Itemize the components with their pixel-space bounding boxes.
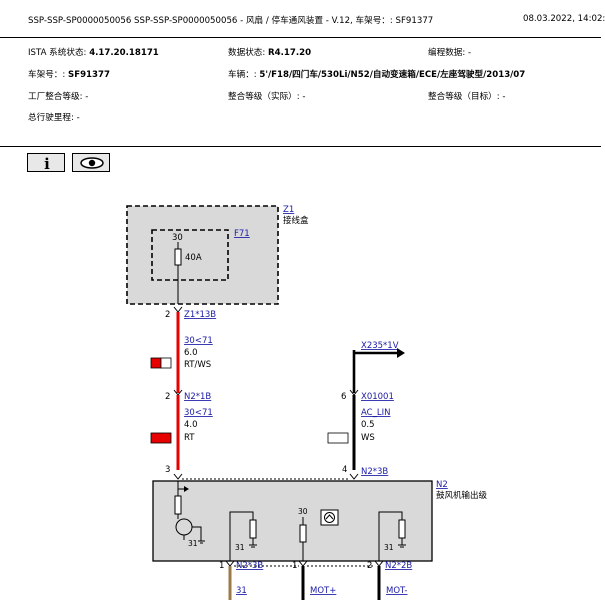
wire3-gauge: 0.5: [361, 420, 375, 430]
z1-pin-number: 2: [165, 310, 170, 320]
target-integration-level: 整合等级（目标）: -: [428, 92, 506, 102]
page-title: SSP-SSP-SP0000050056 SSP-SSP-SP000005005…: [28, 16, 434, 26]
bottom-connector-1-link[interactable]: N2*3B: [236, 561, 263, 571]
info-icon: i: [44, 155, 50, 173]
fan-motor-icon: [320, 509, 339, 526]
ground-label-1: 31: [188, 539, 198, 548]
wire1-color-swatch-white: [160, 357, 172, 369]
bottom-wire-3-link[interactable]: MOT-: [386, 586, 408, 596]
bottom-wire-2-link[interactable]: MOT+: [310, 586, 336, 596]
n2-blower-output-stage: [152, 480, 433, 562]
vin: 车架号：: SF91377: [28, 70, 110, 80]
wire2-color-swatch: [150, 432, 172, 444]
wire3-color: WS: [361, 433, 375, 443]
bottom-pin-3: 2: [367, 561, 372, 571]
n2-id-link[interactable]: N2: [436, 480, 448, 490]
resistor-icon: [299, 524, 307, 543]
total-mileage: 总行驶里程: -: [28, 113, 80, 123]
ground-label-3: 31: [384, 543, 394, 552]
wire1-color: RT/WS: [184, 360, 211, 370]
factory-integration-level: 工厂整合等级: -: [28, 92, 89, 102]
wire3-circuit-link[interactable]: AC_LIN: [361, 408, 390, 418]
f71-fuse-box: [151, 229, 229, 281]
wire2-gauge: 4.0: [184, 420, 198, 430]
n2-name: 鼓风机输出级: [436, 490, 488, 501]
view-button[interactable]: [72, 153, 110, 172]
f71-pin: 30: [172, 233, 183, 243]
eye-icon: [80, 157, 104, 169]
x01001-connector-link[interactable]: X01001: [361, 392, 394, 402]
fuse-symbol: [174, 248, 182, 266]
resistor-icon: [174, 495, 182, 515]
ground-label-2: 31: [235, 543, 245, 552]
data-status: 数据状态: R4.17.20: [228, 48, 312, 58]
arrow-right-icon: [397, 348, 405, 358]
x01001-pin-number: 6: [341, 392, 346, 402]
actual-integration-level: 整合等级（实际）: -: [228, 92, 306, 102]
svg-text:i: i: [44, 155, 50, 173]
z1-connector-link[interactable]: Z1*13B: [184, 310, 216, 320]
bottom-wire-1-link[interactable]: 31: [236, 586, 247, 596]
z1-junction-box: [126, 205, 279, 305]
wire1-gauge: 6.0: [184, 348, 198, 358]
f71-id-link[interactable]: F71: [234, 229, 250, 239]
wire2-color: RT: [184, 433, 195, 443]
n2-pin-4: 4: [342, 465, 347, 475]
header-divider: [0, 37, 601, 38]
wire2-circuit-link[interactable]: 30<71: [184, 408, 213, 418]
info-button[interactable]: i: [27, 153, 65, 173]
info-divider: [0, 146, 601, 147]
bottom-pin-1: 1: [219, 561, 224, 571]
wire1-circuit-link[interactable]: 30<71: [184, 336, 213, 346]
vehicle: 车辆：: 5'/F18/四门车/530Li/N52/自动变速箱/ECE/左座驾驶…: [228, 70, 526, 80]
programming-data: 编程数据: -: [428, 48, 472, 58]
datetime: 08.03.2022, 14:02:: [523, 14, 605, 24]
n2b-pin-number: 2: [165, 392, 170, 402]
n2-top-connector-link[interactable]: N2*3B: [361, 467, 388, 477]
x235-connector-link[interactable]: X235*1V: [361, 341, 399, 351]
wire3-color-swatch: [327, 432, 349, 444]
n2b-connector-link[interactable]: N2*1B: [184, 392, 211, 402]
resistor-icon: [249, 519, 257, 539]
f71-rating: 40A: [185, 253, 202, 263]
terminal-30-label: 30: [298, 507, 308, 516]
bottom-connector-3-link[interactable]: N2*2B: [385, 561, 412, 571]
z1-name: 接线盒: [283, 215, 309, 226]
wire1-color-swatch-red: [150, 357, 162, 369]
n2-pin-3: 3: [165, 465, 170, 475]
ista-status: ISTA 系统状态: 4.17.20.18171: [28, 48, 159, 58]
resistor-icon: [398, 519, 406, 539]
z1-id-link[interactable]: Z1: [283, 205, 294, 215]
